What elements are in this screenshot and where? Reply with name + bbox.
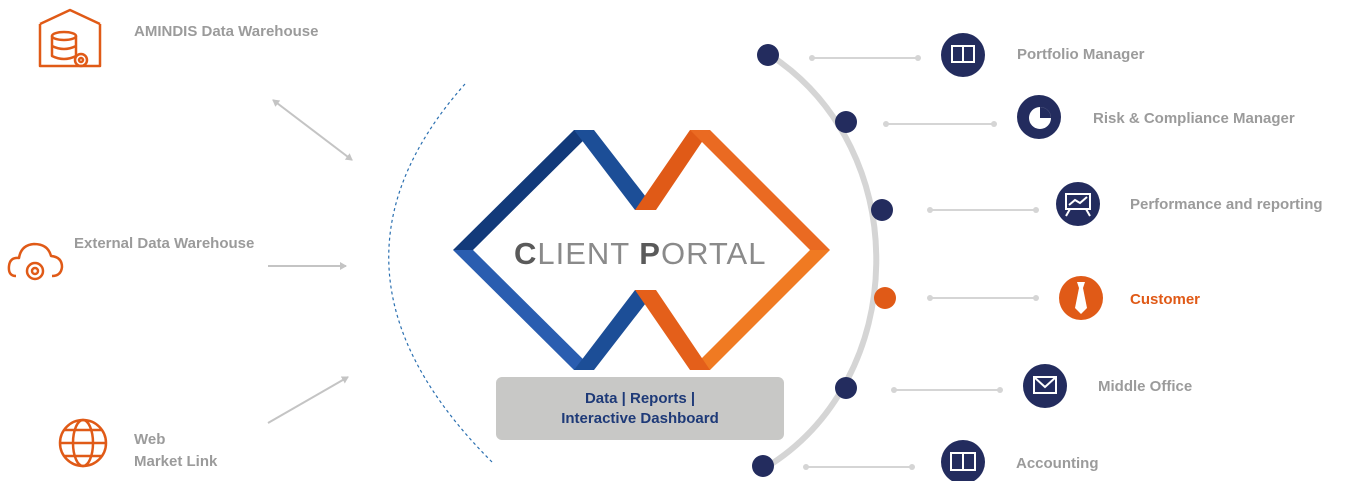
presentation-board-icon [1065,193,1091,217]
ledger-icon [950,452,976,471]
logo-ortal: ORTAL [660,236,767,271]
logo-c: C [514,236,538,271]
caption-box: Data | Reports | Interactive Dashboard [496,377,784,440]
module-row-risk [835,95,1061,139]
source-label-text: External Data Warehouse [74,235,255,252]
source-label-text: AMINDIS Data Warehouse [134,23,319,40]
caption-line1: Data | Reports | [584,389,696,407]
module-label-accounting: Accounting [1016,455,1099,472]
source-label-line1: Web [134,431,166,448]
caption-line2: Interactive Dashboard [561,409,719,427]
module-row-middle-office [835,364,1067,408]
source-label-line2: Market Link [134,453,218,470]
globe-icon [58,418,108,468]
pie-chart-icon [1029,107,1051,129]
client-portal-logo [453,130,830,370]
house-database-gear-icon [38,8,102,68]
source-label-external: External Data Warehouse [74,233,254,255]
timeline-arc [763,52,880,471]
web-arrow [267,376,349,424]
module-label-middle-office: Middle Office [1098,378,1193,395]
cloud-gear-icon [7,242,64,281]
amindis-arrow [272,99,353,161]
module-label-customer: Customer [1130,291,1201,308]
tie-icon [1075,282,1087,314]
logo-lient: LIENT [537,236,640,271]
book-icon [951,45,975,63]
source-label-amindis: AMINDIS Data Warehouse [134,21,318,43]
module-label-performance: Performance and reporting [1130,196,1323,213]
logo-p: P [639,236,661,271]
logo-wordmark: CLIENT PORTAL [514,236,766,272]
envelope-icon [1033,376,1057,394]
module-label-portfolio: Portfolio Manager [1017,46,1145,63]
source-label-web: Web Market Link [134,429,217,473]
module-label-risk: Risk & Compliance Manager [1093,110,1295,127]
module-row-customer [874,276,1103,320]
